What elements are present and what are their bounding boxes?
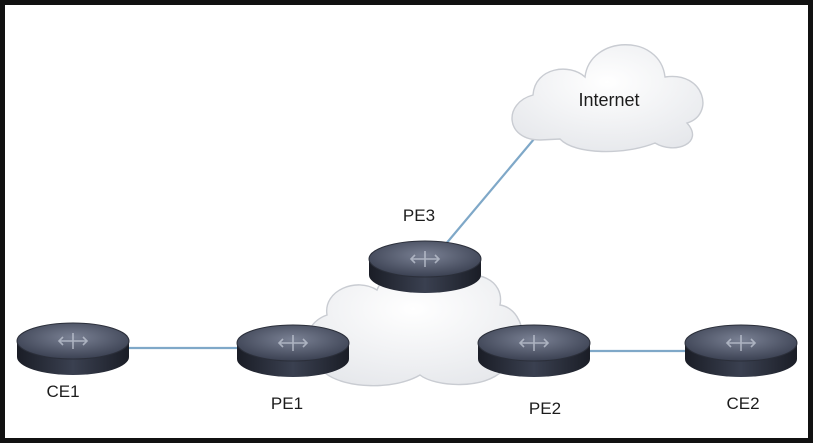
pe3-label: PE3 [402, 206, 436, 225]
diagram-svg [16, 44, 798, 387]
pe2-label: PE2 [528, 399, 562, 418]
ce1-label: CE1 [46, 382, 80, 401]
router-ce2-icon [684, 324, 798, 377]
router-pe2-icon [477, 324, 591, 377]
router-ce1-icon [16, 322, 130, 375]
link-pe3-internet [444, 119, 551, 246]
router-pe1-icon [236, 324, 350, 377]
pe1-label: PE1 [270, 394, 304, 413]
internet-label: Internet [578, 90, 640, 110]
router-pe3-icon [368, 240, 482, 293]
provider-core-cloud [303, 266, 524, 387]
internet-cloud [511, 44, 704, 153]
ce2-label: CE2 [726, 394, 760, 413]
